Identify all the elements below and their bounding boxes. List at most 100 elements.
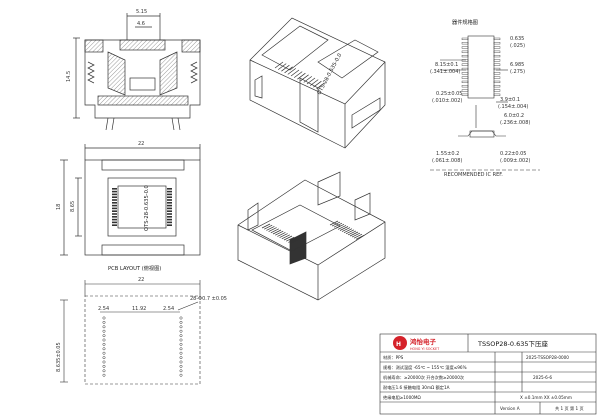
ic-d6: 6.0±0.2 [504,113,524,119]
ic-pin [493,42,501,45]
iso-contact [268,227,277,232]
iso-contact [279,233,288,238]
iso-contact [309,79,319,86]
iso-contact [261,223,271,229]
iso-contact [351,232,361,238]
ic-pin [461,63,469,66]
dim-pcb-width: 22 [138,277,144,283]
pcb-hole [179,369,183,373]
ic-d8-in: (.009±.002) [500,158,530,164]
iso-contact [306,77,316,85]
ic-pin [461,67,469,71]
plan-pin [112,221,117,224]
iso-contact [337,225,347,230]
pcb-hole [102,356,106,360]
iso-contact [355,234,365,240]
isometric-closed-contacts [274,61,325,90]
ic-d4-in: (.010±.002) [432,98,462,104]
iso-contact [293,71,303,78]
pcb-hole [102,338,106,342]
ic-d6-in: (.236±.008) [500,120,530,126]
plan-pin [112,207,117,210]
dim-pcb-hole: 28-Φ0.7 ±0.05 [190,296,227,302]
pcb-hole [102,325,106,329]
ic-pin [493,93,501,96]
dim-pcb-height: 8.635±0.05 [56,342,62,372]
pcb-hole [179,356,183,360]
iso-contact [264,224,273,230]
ic-title: 器件规格图 [452,18,478,26]
ic-pin [493,63,501,66]
tb-spec: 规格：测试温度 -65℃ ~ 155℃ 湿度≤96% [383,364,467,371]
ic-d2-in: (.341±.004) [430,69,460,75]
ic-pin [493,89,501,92]
ic-pin [461,50,469,53]
iso-contact [313,80,322,88]
iso-contact [347,230,357,236]
plan-pin [112,196,117,198]
ic-d2: 8.15±0.1 [435,62,458,68]
ic-outline [430,35,540,171]
iso-contact [333,222,343,228]
plan-pin [167,202,172,204]
iso-contact [290,69,300,77]
dim-pcb-span: 11.92 [132,306,146,312]
dim-plan-height: 18 [56,204,62,210]
ic-pin [493,55,501,58]
plan-pin [112,188,117,190]
ic-pin [461,59,469,62]
plan-pin [112,193,117,196]
tb-date: 2025-6-6 [533,375,552,380]
plan-pin [167,221,172,224]
iso-contact [272,229,282,235]
pcb-hole [179,320,183,324]
dim-plan-inner: 8.65 [70,201,76,212]
pcb-hole [102,369,106,373]
iso-contact [300,74,309,82]
iso-contact [277,63,287,70]
dim-top-width: 5.15 [136,9,147,15]
pcb-hole [179,364,183,368]
section-view [73,13,201,131]
iso-contact [283,235,293,241]
pcb-hole [179,329,183,333]
plan-pin [167,224,172,226]
pcb-hole [102,334,106,338]
iso-contact [284,66,293,74]
ic-d7-in: (.061±.008) [432,158,462,164]
pcb-hole [179,316,183,320]
plan-pin [112,202,117,204]
plan-pin [167,207,172,210]
pcb-hole [179,338,183,342]
ic-pin-rows [461,37,501,96]
plan-pin [112,190,117,193]
iso-contact [274,61,284,69]
ic-d5: 3.9±0.1 [500,97,520,103]
pcb-hole [179,325,183,329]
plan-view [60,144,201,256]
iso-contact [339,226,349,231]
iso-contact [343,228,353,234]
tb-sheet: 共 1 页 第 1 页 [555,405,584,412]
isometric-open-contacts [261,220,365,244]
ic-d5-in: (.154±.004) [498,104,528,110]
dim-pcb-pitch: 2.54 [98,306,109,312]
dim-pcb-pitch-b: 2.54 [163,306,174,312]
plan-pin [167,210,172,212]
svg-text:H: H [396,341,401,348]
pcb-hole [179,360,183,364]
ic-pin [493,37,501,40]
tb-insul: 绝缘电阻≥1000MΩ [383,394,422,401]
plan-pin [112,216,117,218]
pcb-hole [179,342,183,346]
pcb-hole [179,373,183,377]
ic-pin [493,72,501,75]
plan-pin [112,210,117,212]
iso-contact [266,226,275,231]
ic-d3-in: (.275) [510,69,525,75]
iso-contact [277,232,286,237]
pcb-hole [102,347,106,351]
dim-top-inner: 4.6 [137,21,145,27]
iso-contact [331,221,341,227]
